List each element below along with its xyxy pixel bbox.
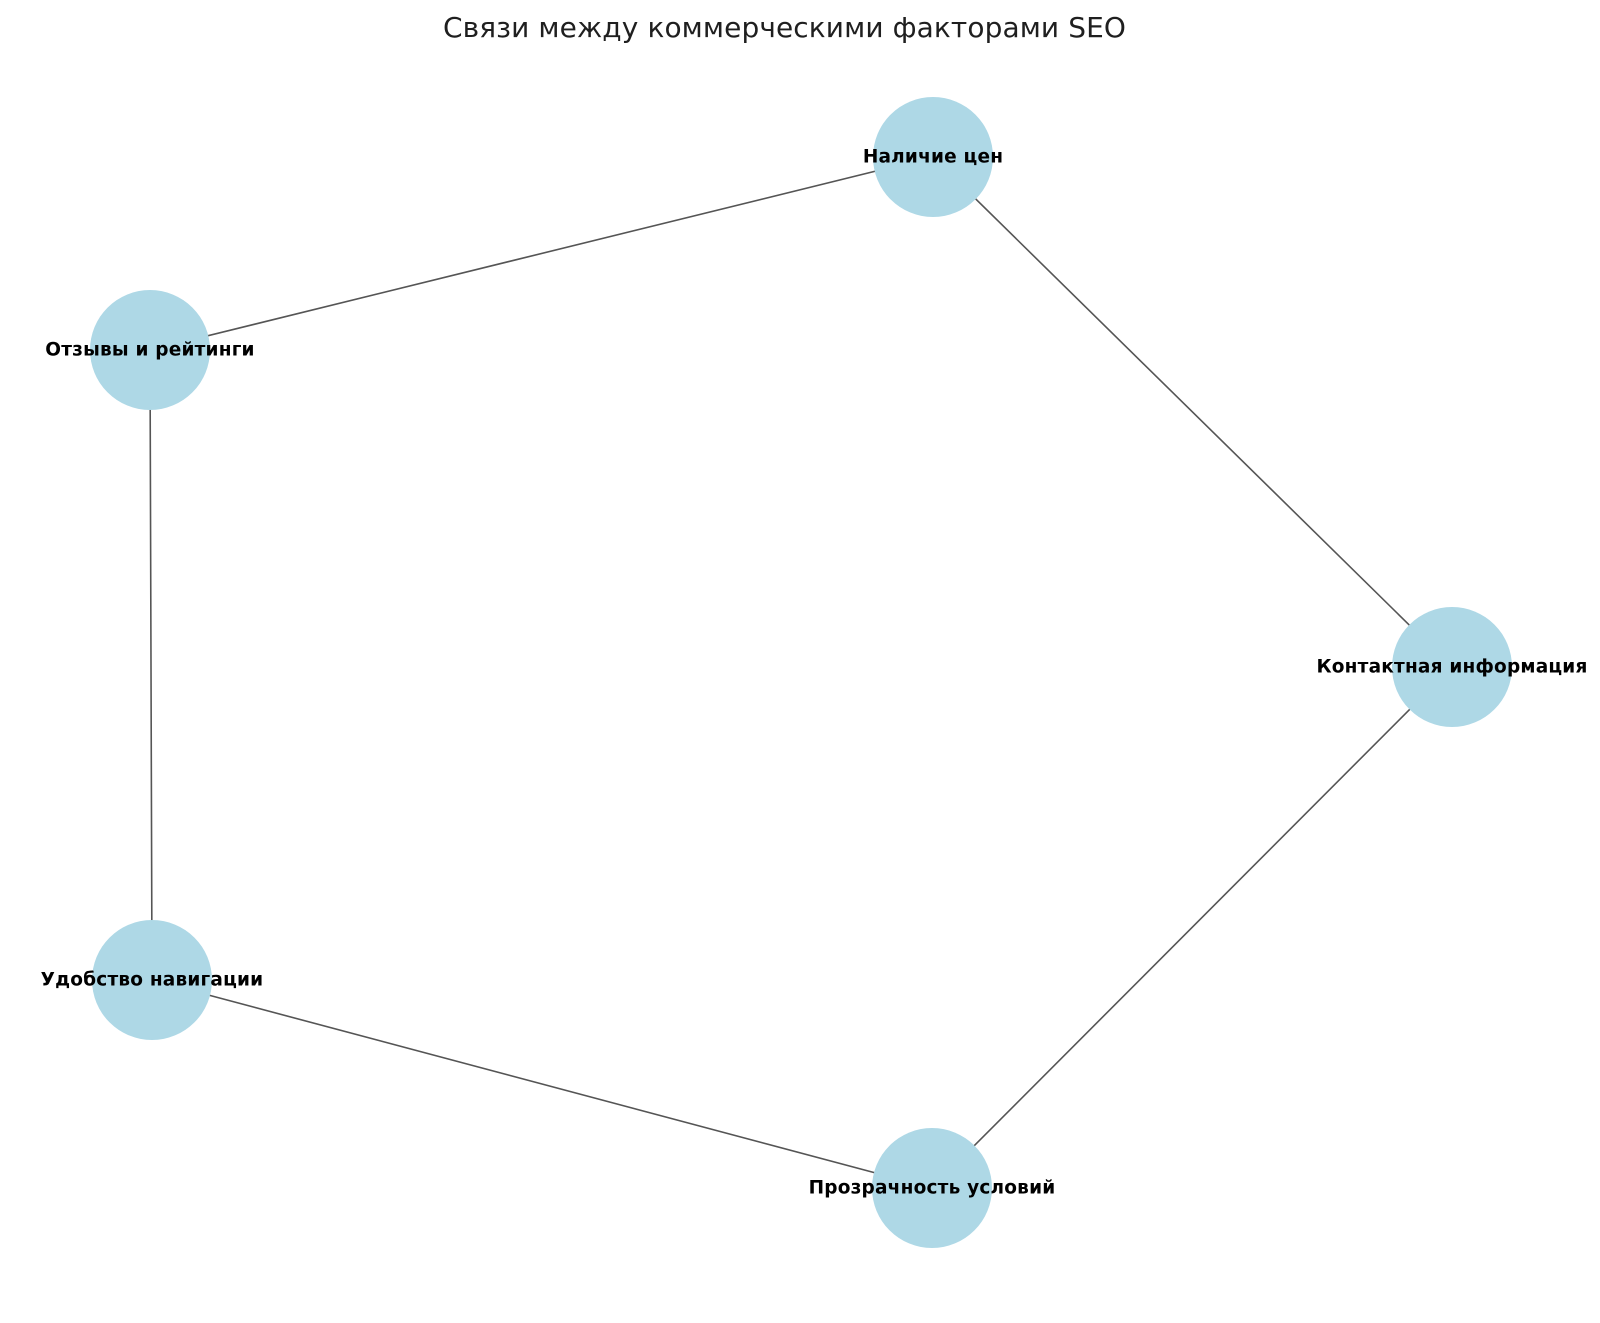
- graph-node-terms[interactable]: [872, 1128, 992, 1248]
- graph-edge: [932, 156, 1453, 668]
- graph-node-reviews[interactable]: [90, 290, 210, 410]
- graph-node-navigation[interactable]: [92, 920, 212, 1040]
- graph-edge: [151, 979, 933, 1189]
- nodes-group: [90, 97, 1512, 1248]
- graph-node-contacts[interactable]: [1392, 607, 1512, 727]
- page-title: Связи между коммерческими факторами SEO: [442, 11, 1127, 44]
- graph-edge: [149, 349, 153, 981]
- edges-group: [149, 156, 1453, 1189]
- graph-edge: [931, 666, 1453, 1189]
- graph-edge: [149, 156, 934, 351]
- graph-node-prices[interactable]: [873, 97, 993, 217]
